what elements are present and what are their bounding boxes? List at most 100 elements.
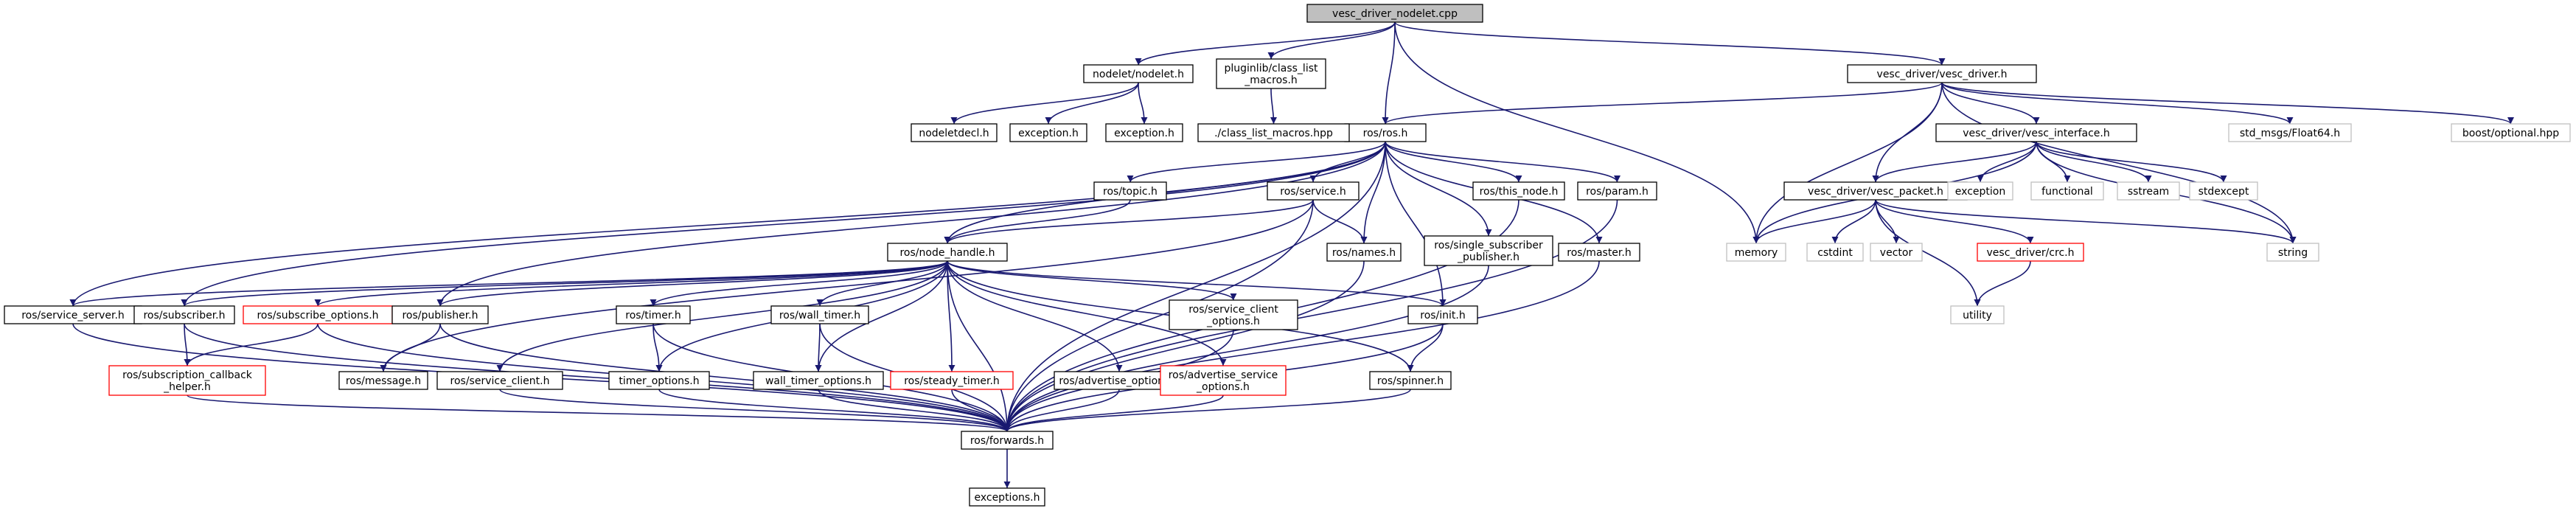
node-exception1[interactable]: exception.h (1009, 123, 1087, 142)
node-subopts[interactable]: ros/subscribe_options.h (243, 305, 393, 324)
node-box (243, 305, 393, 324)
node-rosmaster[interactable]: ros/master.h (1558, 243, 1640, 262)
node-vescinterface[interactable]: vesc_driver/vesc_interface.h (1935, 123, 2137, 142)
node-walltimeropts[interactable]: wall_timer_options.h (753, 371, 884, 390)
node-rosspinner[interactable]: ros/spinner.h (1369, 371, 1452, 390)
edge-rosservice-to-nodehandle (944, 199, 1314, 244)
node-box (1577, 181, 1657, 201)
node-rosservice[interactable]: ros/service.h (1267, 181, 1360, 201)
edge-nodehandle-to-rosinit (947, 260, 1447, 307)
node-label: ros/steady_timer.h (904, 375, 1000, 387)
node-label: ros/message.h (346, 375, 421, 387)
node-box (2117, 181, 2180, 201)
node-label: ros/topic.h (1103, 186, 1158, 198)
node-vesccrc[interactable]: vesc_driver/crc.h (1977, 243, 2084, 262)
node-label: ros/subscriber.h (143, 310, 225, 321)
edge-rosros-to-rostopic (1127, 141, 1386, 183)
node-exceptions[interactable]: exceptions.h (969, 487, 1045, 507)
node-label: string (2278, 247, 2308, 259)
node-box (1216, 58, 1326, 89)
node-timeropts[interactable]: timer_options.h (608, 371, 710, 390)
node-subcbhelper[interactable]: ros/subscription_callback_helper.h (108, 365, 266, 396)
edge-rossubscriber-to-subcbhelper (184, 323, 191, 366)
edge-rosros-to-rospublisher (436, 141, 1386, 307)
node-box (1783, 181, 1968, 201)
node-label: nodelet/nodelet.h (1093, 69, 1184, 80)
edge-nodelet-to-exception2 (1138, 82, 1148, 125)
node-classlistmacros[interactable]: ./class_list_macros.hpp (1197, 123, 1350, 142)
node-nodehandle[interactable]: ros/node_handle.h (887, 243, 1008, 262)
node-utility: utility (1950, 305, 2005, 324)
node-vescdriver[interactable]: vesc_driver/vesc_driver.h (1847, 64, 2037, 83)
edge-rospublisher-to-forwards (439, 323, 1011, 432)
node-label: ros/master.h (1567, 247, 1631, 259)
node-nodelet[interactable]: nodelet/nodelet.h (1083, 64, 1194, 83)
node-box (616, 305, 691, 324)
node-memory: memory (1726, 243, 1786, 262)
edge-advsvcopts-to-forwards (1003, 394, 1224, 432)
edge-nodehandle-to-rostimer (650, 260, 948, 307)
node-box (1009, 123, 1087, 142)
node-box (2266, 243, 2319, 262)
edge-rosros-to-serviceserver (69, 141, 1386, 307)
node-advsvcopts[interactable]: ros/advertise_service_options.h (1160, 365, 1287, 396)
edge-rosros-to-rosparam (1385, 141, 1621, 183)
node-rosmessage[interactable]: ros/message.h (338, 371, 428, 390)
edge-vescpacket-to-utility (1875, 199, 1981, 307)
node-svcclientopts[interactable]: ros/service_client_options.h (1169, 299, 1298, 330)
node-pluginlib[interactable]: pluginlib/class_list_macros.h (1216, 58, 1326, 89)
edge-nodehandle-to-svcclient (496, 260, 948, 372)
node-rosparam[interactable]: ros/param.h (1577, 181, 1657, 201)
node-forwards[interactable]: ros/forwards.h (961, 431, 1054, 450)
node-label: exceptions.h (974, 492, 1040, 504)
node-label: ros/param.h (1586, 186, 1649, 198)
node-box (890, 371, 1014, 390)
node-label: ros/single_subscriber (1434, 240, 1543, 251)
node-label: ros/publisher.h (402, 310, 478, 321)
node-rosinit[interactable]: ros/init.h (1407, 305, 1478, 324)
node-box (770, 305, 869, 324)
node-svcclient[interactable]: ros/service_client.h (436, 371, 563, 390)
edge-vescdriver-to-vescinterface (1941, 82, 2040, 125)
node-label: memory (1735, 247, 1778, 259)
edge-nodehandle-to-serviceserver (69, 260, 948, 307)
node-rostopic[interactable]: ros/topic.h (1093, 181, 1167, 201)
node-exception2[interactable]: exception.h (1105, 123, 1183, 142)
node-label: sstream (2128, 186, 2169, 198)
node-rosnames[interactable]: ros/names.h (1326, 243, 1402, 262)
edge-walltimer-to-walltimeropts (815, 323, 822, 372)
node-serviceserver[interactable]: ros/service_server.h (4, 305, 142, 324)
edge-vescpacket-to-memory (1752, 199, 1876, 244)
node-box (1935, 123, 2137, 142)
node-rospublisher[interactable]: ros/publisher.h (391, 305, 489, 324)
node-label: _macros.h (1244, 74, 1298, 86)
node-steadytimer[interactable]: ros/steady_timer.h (890, 371, 1014, 390)
node-walltimer[interactable]: ros/wall_timer.h (770, 305, 869, 324)
edge-vescdriver-to-rosros (1382, 82, 1943, 125)
node-label: cstdint (1817, 247, 1853, 259)
edge-vescdriver-to-boostoptional (1941, 82, 2514, 125)
node-label: vesc_driver/crc.h (1987, 247, 2075, 259)
node-layer: vesc_driver_nodelet.cpp nodelet/nodelet.h… (4, 4, 2571, 507)
node-singlesub[interactable]: ros/single_subscriber_publisher.h (1424, 235, 1553, 266)
edge-rosros-to-singlesub (1385, 141, 1492, 237)
node-box (1806, 243, 1864, 262)
node-box (1326, 243, 1402, 262)
node-label: vesc_driver_nodelet.cpp (1332, 8, 1458, 20)
node-root[interactable]: vesc_driver_nodelet.cpp (1306, 4, 1483, 23)
edge-svcclient-to-forwards (499, 389, 1011, 432)
edge-walltimeropts-to-forwards (818, 389, 1011, 432)
node-vescpacket[interactable]: vesc_driver/vesc_packet.h (1783, 181, 1968, 201)
node-rosros[interactable]: ros/ros.h (1344, 123, 1427, 142)
node-label: pluginlib/class_list (1225, 63, 1319, 74)
node-rostimer[interactable]: ros/timer.h (616, 305, 691, 324)
node-rosthisnode[interactable]: ros/this_node.h (1472, 181, 1565, 201)
node-label: functional (2041, 186, 2093, 198)
node-label: ros/this_node.h (1480, 186, 1559, 198)
node-box (108, 365, 266, 396)
edge-rosnames-to-forwards (1003, 260, 1365, 432)
edge-nodehandle-to-advopts (947, 260, 1123, 372)
node-nodeletdecl[interactable]: nodeletdecl.h (911, 123, 998, 142)
node-rossubscriber[interactable]: ros/subscriber.h (133, 305, 235, 324)
node-box (1847, 64, 2037, 83)
